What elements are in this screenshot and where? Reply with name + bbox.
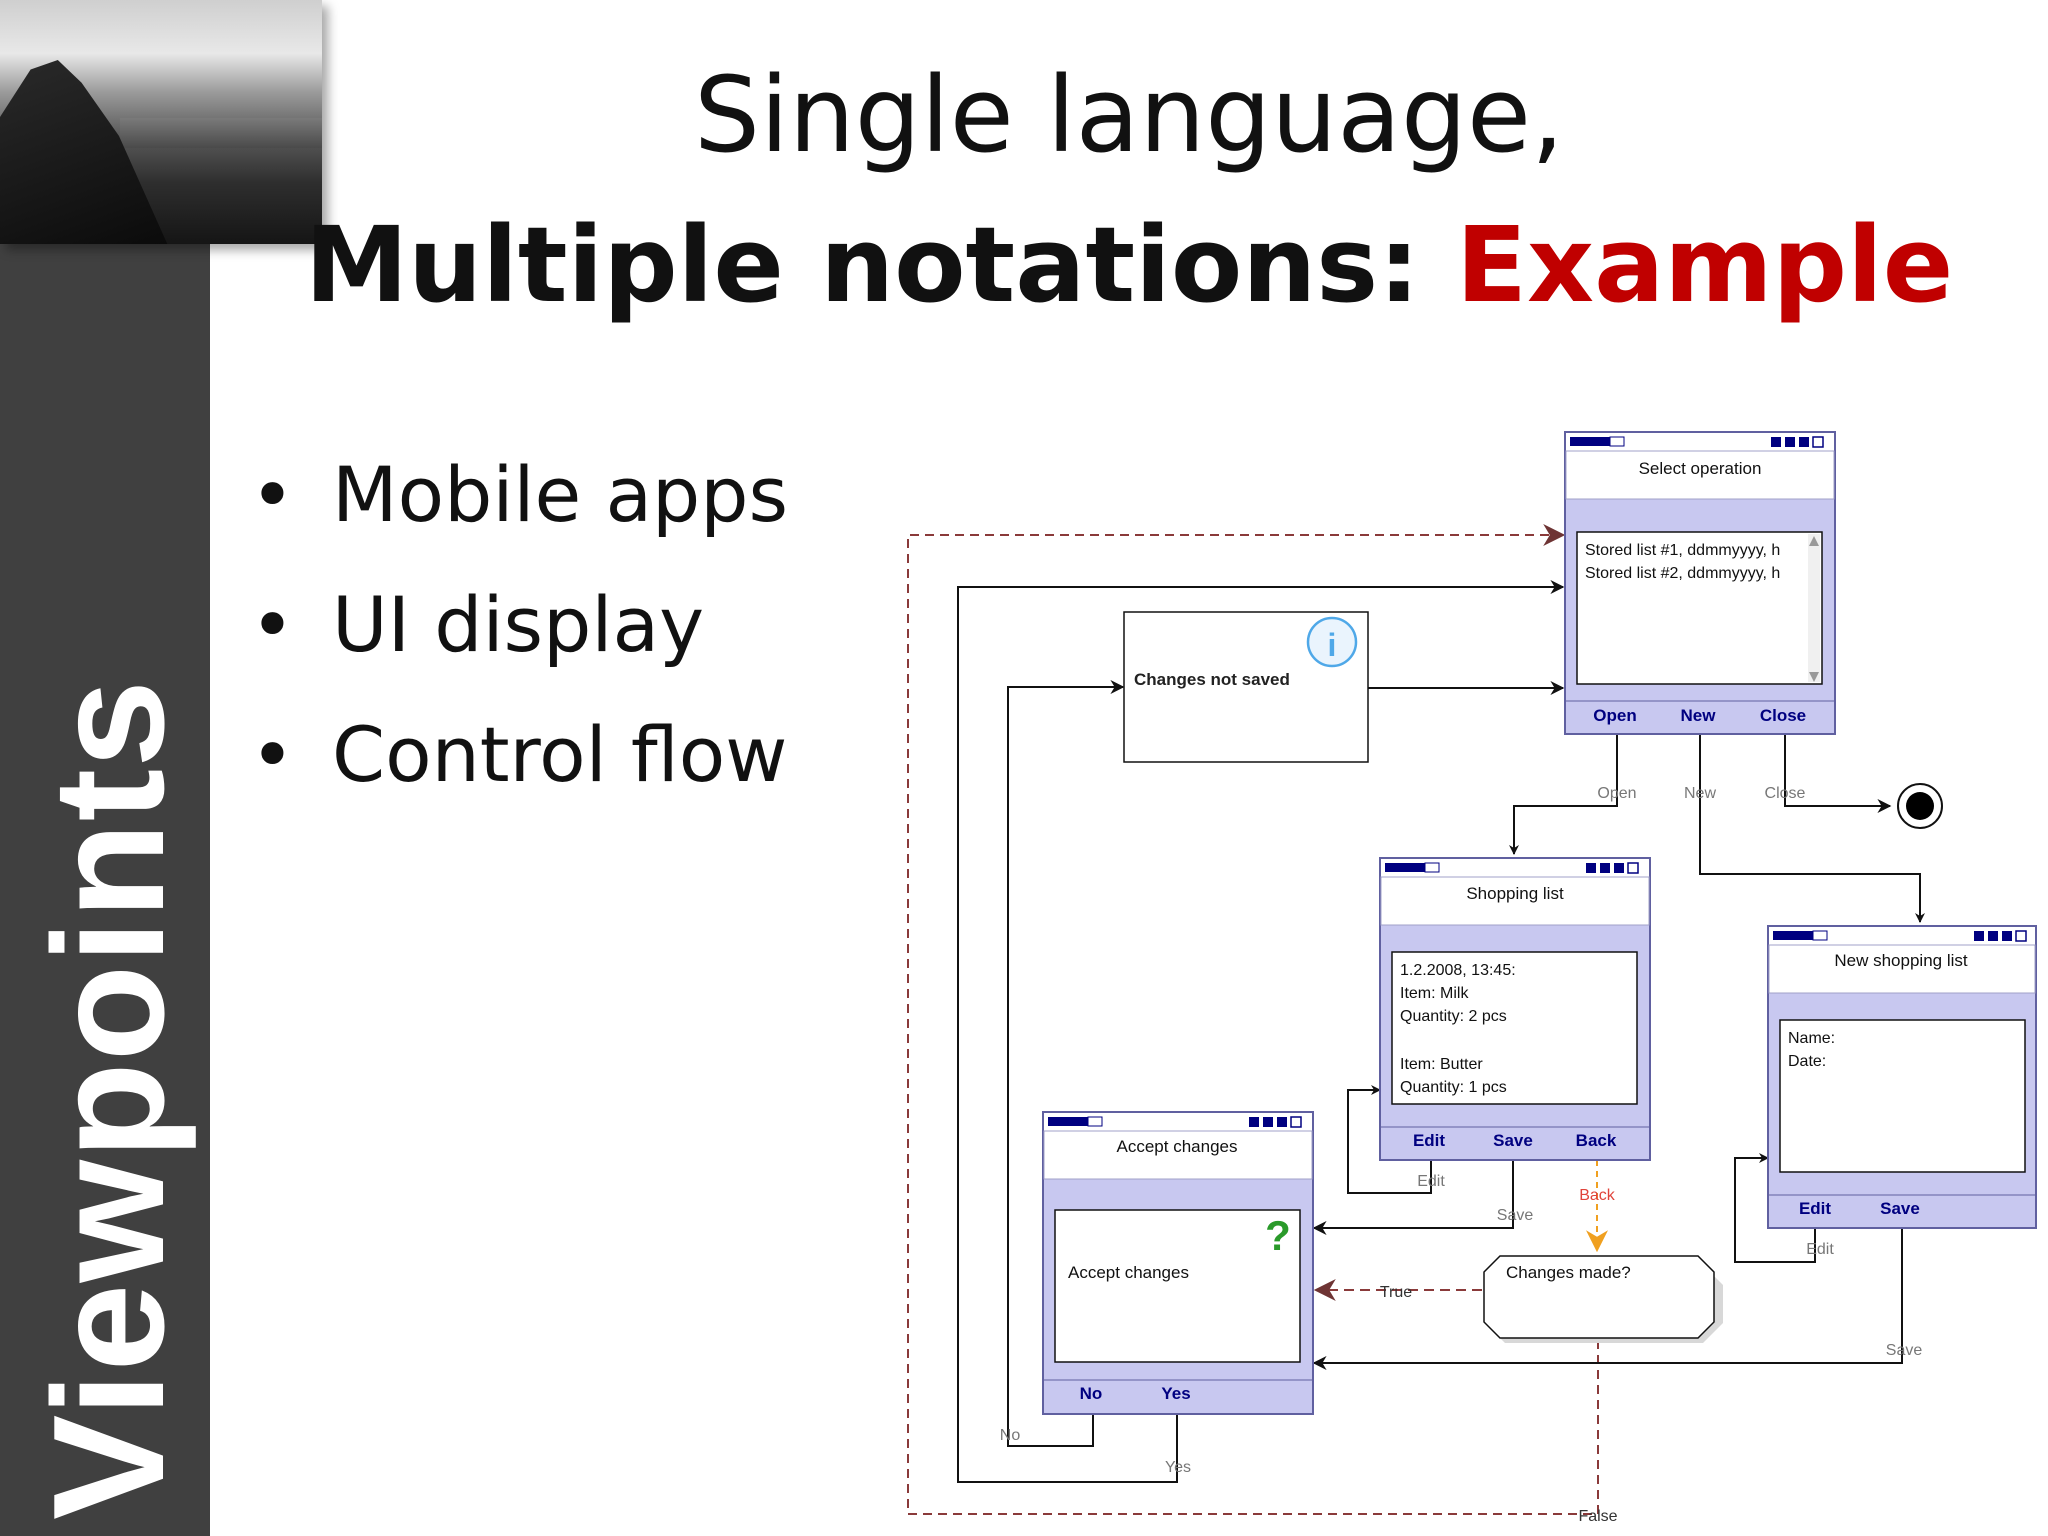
svg-text:i: i bbox=[1328, 627, 1337, 663]
title-accent: Example bbox=[1456, 204, 1954, 326]
edge-no bbox=[1007, 680, 1125, 1447]
edge-label-open: Open bbox=[1597, 785, 1636, 802]
edge-label-edit: Edit bbox=[1417, 1173, 1445, 1190]
content-line: Item: Butter bbox=[1400, 1056, 1483, 1073]
screen-new-shopping-list: New shopping list Name: Date: Edit Save bbox=[1767, 925, 2037, 1229]
decision-changes-made: Changes made? bbox=[1483, 1255, 1723, 1343]
edge-label-back: Back bbox=[1579, 1187, 1616, 1204]
title-prefix: Multiple notations: bbox=[304, 204, 1456, 326]
edge-label-save: Save bbox=[1497, 1207, 1534, 1224]
content-line: Item: Milk bbox=[1400, 985, 1469, 1002]
edge-save2 bbox=[1312, 1228, 1903, 1370]
edge-label-save: Save bbox=[1886, 1342, 1923, 1359]
edge-false bbox=[907, 524, 1599, 1515]
content-text: Accept changes bbox=[1068, 1263, 1189, 1282]
bullet-item: UI display bbox=[250, 570, 788, 700]
open-button: Open bbox=[1593, 706, 1636, 725]
edge-edit1 bbox=[1347, 1085, 1432, 1194]
edge-label-no: No bbox=[1000, 1427, 1021, 1444]
screen-select-operation: Select operation Stored list #1, ddmmyyy… bbox=[1564, 431, 1836, 735]
content-line: Quantity: 1 pcs bbox=[1400, 1079, 1507, 1096]
screen-accept-changes: Accept changes ? Accept changes No Yes bbox=[1042, 1111, 1314, 1415]
connectors bbox=[907, 524, 1925, 1515]
edit-button: Edit bbox=[1799, 1199, 1831, 1218]
list-item: Stored list #1, ddmmyyyy, h bbox=[1585, 542, 1780, 559]
info-box-changes-not-saved: i Changes not saved bbox=[1123, 611, 1369, 763]
edge-label-true: True bbox=[1380, 1284, 1412, 1301]
edge-save1 bbox=[1312, 1160, 1514, 1235]
photo-sea bbox=[120, 118, 322, 148]
save-button: Save bbox=[1493, 1131, 1533, 1150]
screen-title: Accept changes bbox=[1117, 1137, 1238, 1156]
info-icon bbox=[1306, 616, 1358, 668]
edge-labels: Open New Close Edit Save Back Edit Save … bbox=[1000, 785, 1923, 1525]
landscape-photo bbox=[0, 0, 322, 244]
edge-label-new: New bbox=[1684, 785, 1716, 802]
content-line: 1.2.2008, 13:45: bbox=[1400, 962, 1516, 979]
bullet-item: Control flow bbox=[250, 700, 788, 830]
info-box-text: Changes not saved bbox=[1134, 670, 1290, 689]
edge-label-false: False bbox=[1578, 1508, 1617, 1525]
sidebar bbox=[0, 0, 210, 1536]
bullet-item: Mobile apps bbox=[250, 440, 788, 570]
list-item: Stored list #2, ddmmyyyy, h bbox=[1585, 565, 1780, 582]
slide-title-line1: Single language, bbox=[693, 54, 1565, 176]
yes-button: Yes bbox=[1161, 1384, 1190, 1403]
edge-label-yes: Yes bbox=[1165, 1459, 1191, 1476]
new-button: New bbox=[1681, 706, 1717, 725]
save-button: Save bbox=[1880, 1199, 1920, 1218]
edit-button: Edit bbox=[1413, 1131, 1445, 1150]
slide-title-line2: Multiple notations: Example bbox=[210, 208, 2048, 322]
bullet-list: Mobile apps UI display Control flow bbox=[250, 440, 788, 830]
screen-title: Shopping list bbox=[1466, 884, 1564, 903]
close-button: Close bbox=[1760, 706, 1806, 725]
content-line: Date: bbox=[1788, 1053, 1826, 1070]
edge-edit2 bbox=[1734, 1153, 1816, 1263]
screen-title: New shopping list bbox=[1834, 951, 1968, 970]
final-state bbox=[1897, 783, 1943, 829]
edge-close bbox=[1784, 735, 1892, 813]
screen-shopping-list: Shopping list 1.2.2008, 13:45: Item: Mil… bbox=[1379, 857, 1651, 1161]
content-line: Name: bbox=[1788, 1030, 1835, 1047]
edge-open bbox=[1509, 735, 1618, 855]
edge-new bbox=[1699, 735, 1925, 923]
edge-label-close: Close bbox=[1765, 785, 1806, 802]
back-button: Back bbox=[1576, 1131, 1617, 1150]
screen-title: Select operation bbox=[1639, 459, 1762, 478]
edge-yes bbox=[957, 580, 1565, 1483]
decision-text: Changes made? bbox=[1506, 1263, 1631, 1282]
edge-label-edit: Edit bbox=[1806, 1241, 1834, 1258]
no-button: No bbox=[1080, 1384, 1103, 1403]
question-icon: ? bbox=[1265, 1212, 1291, 1259]
content-line: Quantity: 2 pcs bbox=[1400, 1008, 1507, 1025]
